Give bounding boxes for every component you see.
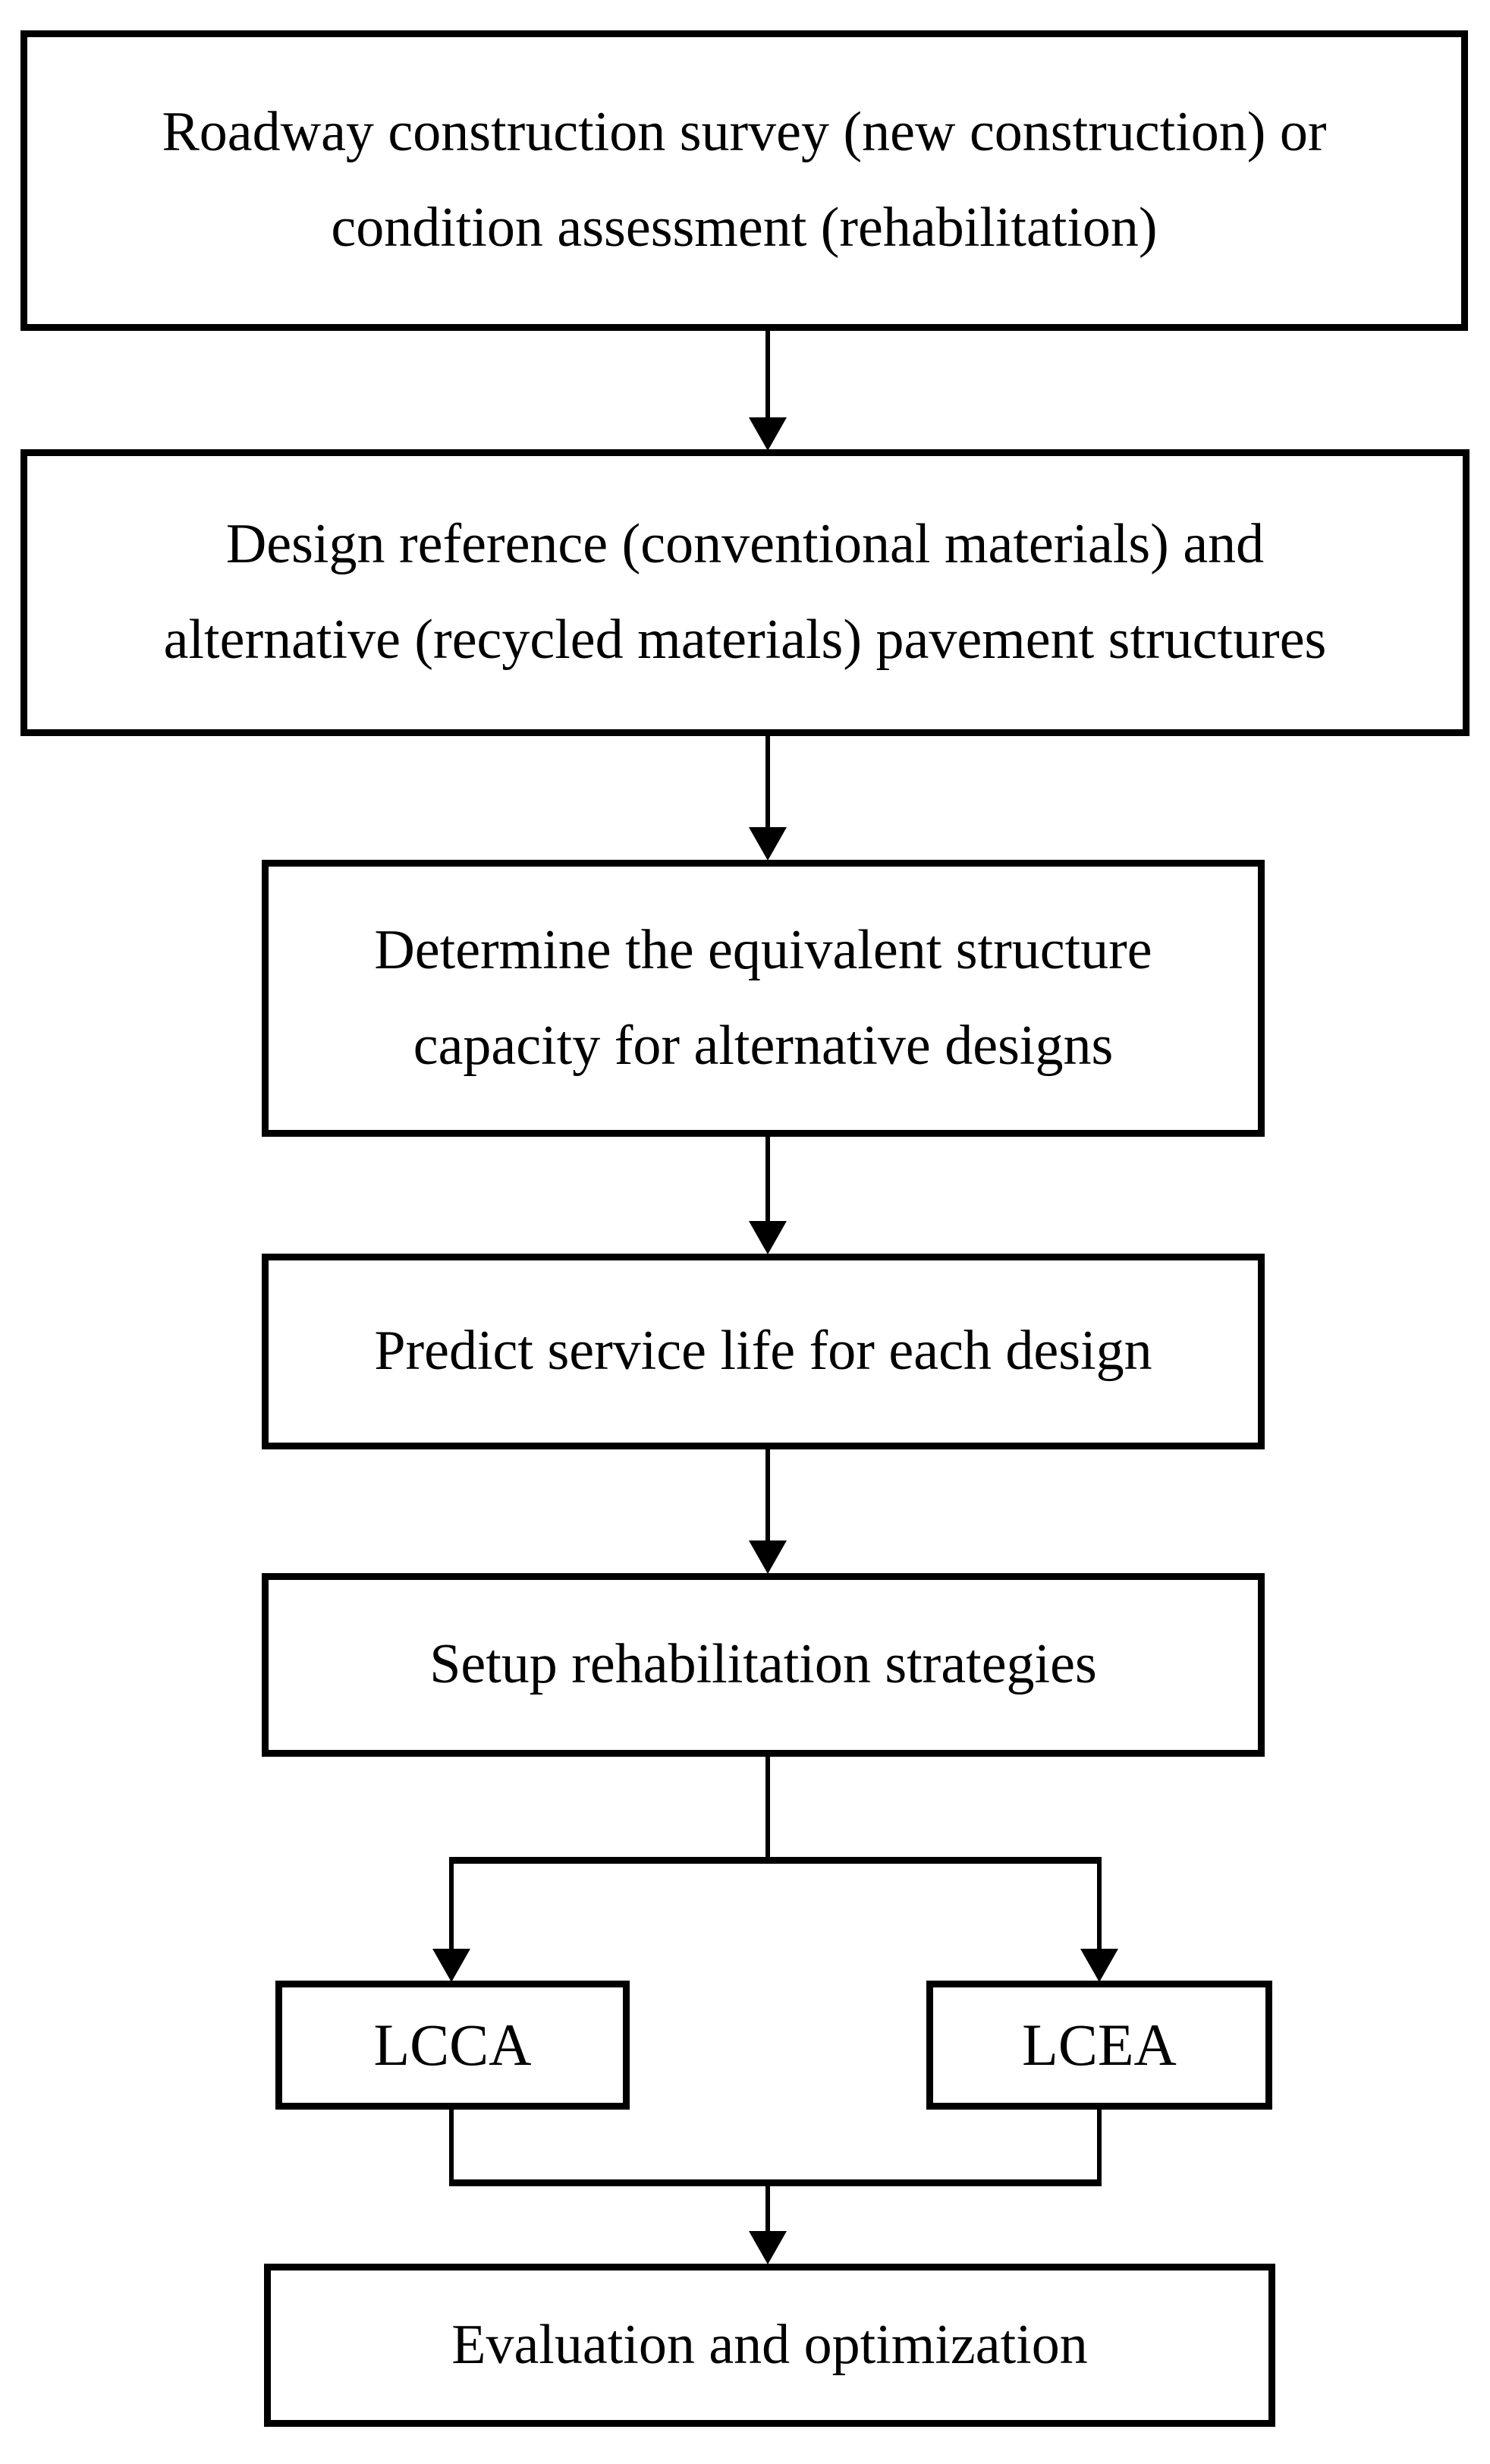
connector-lcca-merge-line [449, 2110, 454, 2186]
connector-merge-bar [449, 2179, 1102, 2186]
connector-merge-evaluation-stem [765, 2186, 770, 2233]
node-label: Roadway construction survey (new constru… [162, 101, 1327, 259]
connector-capacity-service-line [765, 1137, 770, 1223]
arrow-down-icon [749, 1221, 787, 1254]
connector-branch-lcea-line [1097, 1857, 1102, 1951]
arrow-down-icon [749, 2231, 787, 2264]
node-label: Design reference (conventional materials… [163, 513, 1327, 671]
flowchart-node-design: Design reference (conventional materials… [20, 449, 1470, 736]
flowchart-node-evaluation: Evaluation and optimization [264, 2264, 1275, 2427]
connector-branch-lcca-line [449, 1857, 454, 1951]
arrow-down-icon [749, 827, 787, 861]
flowchart-node-survey: Roadway construction survey (new constru… [20, 30, 1468, 331]
node-label: Setup rehabilitation strategies [429, 1633, 1097, 1696]
node-label: Evaluation and optimization [451, 2313, 1088, 2376]
node-label: LCCA [373, 2011, 532, 2078]
flowchart-node-lcca: LCCA [275, 1981, 630, 2110]
node-label: Predict service life for each design [374, 1320, 1152, 1383]
connector-survey-design-line [765, 331, 770, 420]
flowchart-node-capacity: Determine the equivalent structure capac… [262, 860, 1265, 1137]
flowchart-node-service-life: Predict service life for each design [262, 1254, 1265, 1449]
connector-branch-split-bar [449, 1857, 1102, 1864]
arrow-down-icon [1080, 1949, 1118, 1982]
arrow-down-icon [749, 417, 787, 451]
connector-lcea-merge-line [1097, 2110, 1102, 2186]
flowchart-node-strategies: Setup rehabilitation strategies [262, 1573, 1265, 1757]
connector-service-strategies-line [765, 1449, 770, 1544]
arrow-down-icon [432, 1949, 470, 1982]
arrow-down-icon [749, 1540, 787, 1574]
flowchart-node-lcea: LCEA [926, 1981, 1272, 2110]
connector-design-capacity-line [765, 736, 770, 829]
node-label: LCEA [1022, 2011, 1177, 2078]
connector-strategies-branch-stem [765, 1757, 770, 1864]
node-label: Determine the equivalent structure capac… [374, 918, 1152, 1077]
